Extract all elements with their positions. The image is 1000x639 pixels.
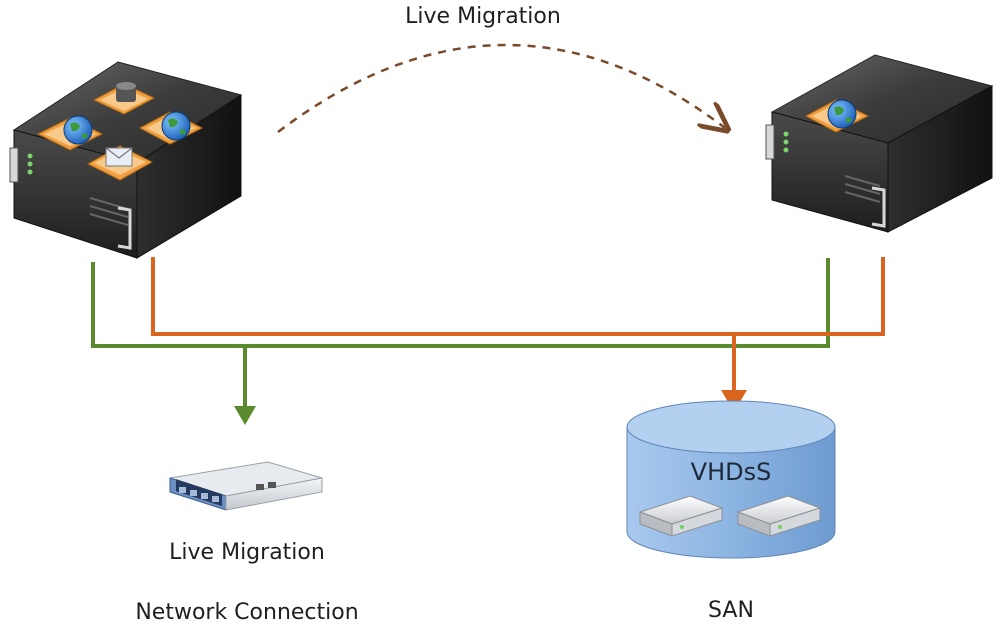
source-server-icon	[9, 61, 243, 259]
network-label-line2: Network Connection	[135, 600, 359, 625]
san-label: SAN	[708, 598, 754, 623]
vhds-label: VHDsS	[690, 458, 772, 486]
orange-storage-link	[151, 257, 885, 412]
green-network-link	[91, 258, 830, 425]
network-switch-icon	[169, 461, 323, 511]
vm-mail-icon	[86, 145, 154, 181]
vm-database-icon	[92, 82, 156, 115]
vm-globe-icon	[804, 99, 870, 133]
target-server-icon	[765, 54, 994, 233]
migration-arrow	[277, 43, 725, 132]
network-label-line1: Live Migration	[169, 540, 325, 565]
hard-disk-icon	[736, 495, 822, 537]
migration-title: Live Migration	[405, 4, 561, 29]
vm-globe-icon	[36, 115, 104, 151]
vm-globe-icon	[138, 111, 204, 145]
hard-disk-icon	[638, 495, 724, 537]
san-cylinder-icon	[626, 400, 836, 559]
